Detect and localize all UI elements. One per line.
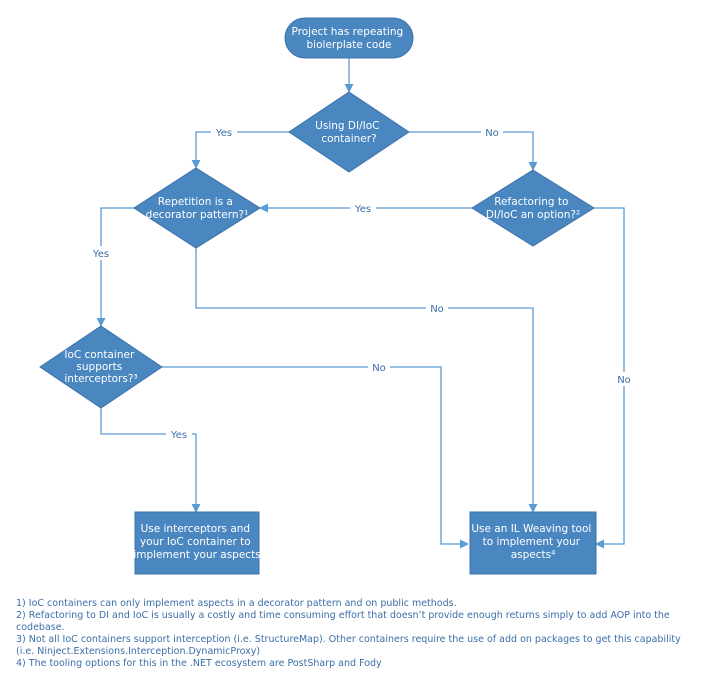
edge-using-di-yes — [191, 131, 289, 169]
process-use-il-weaving: Use an IL Weaving tool to implement your… — [469, 511, 597, 575]
refactoring-diamond — [471, 169, 595, 247]
flowchart: Yes No Yes No Yes No Yes No Project has … — [39, 17, 636, 575]
decision-refactoring: Refactoring to DI/IoC an option?² — [471, 169, 595, 247]
edge-label-repetition-no: No — [430, 304, 444, 315]
edge-repetition-yes — [96, 207, 134, 327]
start-terminator — [284, 17, 414, 59]
using-di-diamond — [288, 91, 410, 173]
edge-label-di-yes: Yes — [215, 128, 232, 139]
node-start: Project has repeating biolerplate code — [284, 17, 414, 59]
start-label: Project has repeating biolerplate code — [292, 26, 407, 51]
edge-ioc-yes — [100, 408, 201, 513]
edge-repetition-no — [195, 248, 538, 513]
edge-label-refactor-yes: Yes — [354, 204, 371, 215]
repetition-label: Repetition is a decorator pattern?¹ — [146, 196, 249, 221]
edge-label-di-no: No — [485, 128, 499, 139]
footnote-4: 4) The tooling options for this in the .… — [16, 658, 382, 669]
footnotes: 1) IoC containers can only implement asp… — [16, 598, 700, 670]
decision-repetition: Repetition is a decorator pattern?¹ — [133, 167, 261, 249]
ioc-supports-label: IoC container supports interceptors?³ — [64, 349, 137, 385]
footnote-2: 2) Refactoring to DI and IoC is usually … — [16, 610, 670, 633]
process-use-interceptors: Use interceptors and your IoC container … — [133, 511, 261, 575]
repetition-diamond — [133, 167, 261, 249]
decision-ioc-supports: IoC container supports interceptors?³ — [39, 325, 163, 409]
use-interceptors-box — [134, 511, 260, 575]
using-di-label: Using DI/IoC container? — [315, 120, 383, 145]
edge-ioc-no — [162, 366, 469, 549]
footnote-1: 1) IoC containers can only implement asp… — [16, 598, 457, 609]
edge-label-ioc-yes: Yes — [170, 430, 187, 441]
edge-label-refactor-no: No — [617, 375, 631, 386]
edge-using-di-no — [409, 131, 538, 171]
edge-label-repetition-yes: Yes — [92, 249, 109, 260]
use-interceptors-label: Use interceptors and your IoC container … — [133, 523, 260, 561]
decision-using-di: Using DI/IoC container? — [288, 91, 410, 173]
edge-label-ioc-no: No — [372, 363, 386, 374]
edge-labels: Yes No Yes No Yes No Yes No — [88, 125, 636, 441]
ioc-supports-diamond — [39, 325, 163, 409]
use-il-weaving-label: Use an IL Weaving tool to implement your… — [471, 523, 594, 561]
use-il-weaving-box — [469, 511, 597, 575]
footnote-3: 3) Not all IoC containers support interc… — [16, 634, 681, 657]
refactoring-label: Refactoring to DI/IoC an option?² — [486, 196, 580, 221]
